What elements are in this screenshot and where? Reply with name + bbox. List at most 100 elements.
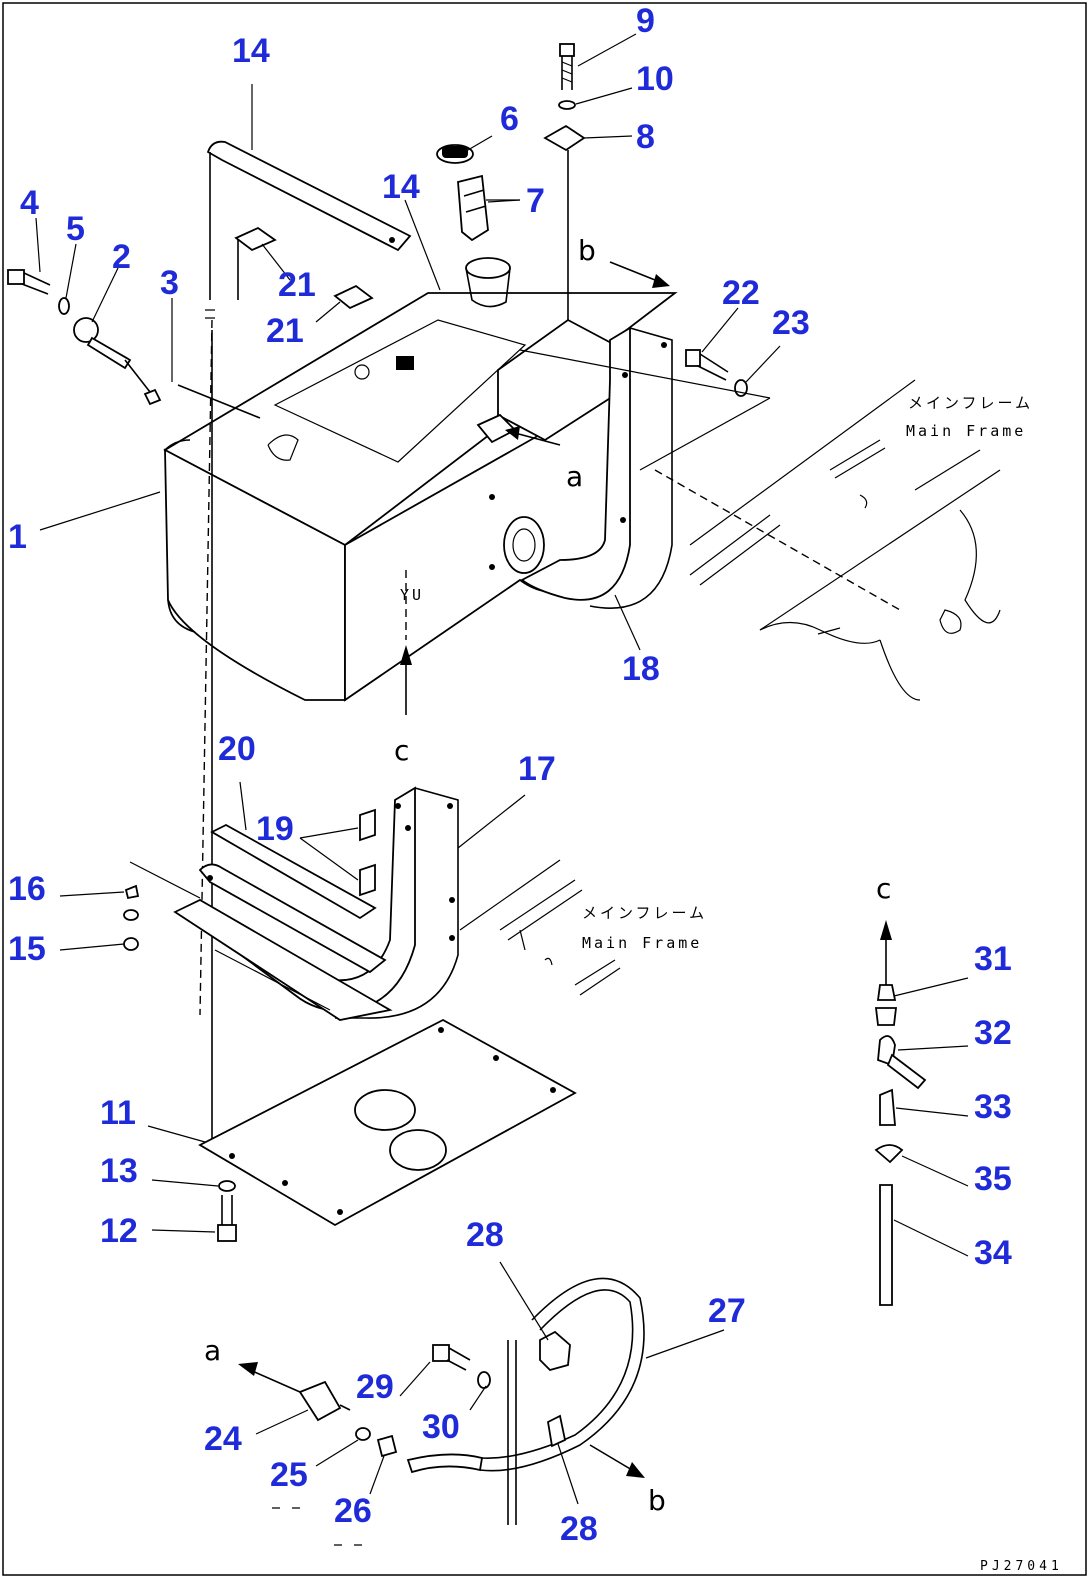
- callout-21-b: 21: [266, 312, 304, 350]
- callout-32: 32: [974, 1014, 1012, 1052]
- hose-assy: [406, 1277, 645, 1525]
- arrow-b-head: [626, 1462, 645, 1478]
- clip-8: [543, 124, 586, 152]
- view-letter-a-bottom: a: [204, 1334, 221, 1367]
- frame-label-jp-1: メインフレーム: [908, 394, 1033, 412]
- arrow-b-top-shaft: [609, 261, 661, 283]
- callout-19: 19: [256, 810, 294, 848]
- callout-8: 8: [636, 118, 655, 156]
- washer-10: [558, 100, 576, 110]
- washer-30: [477, 1371, 491, 1389]
- callout-26: 26: [334, 1492, 372, 1530]
- callout-23: 23: [772, 304, 810, 342]
- hose-3: [143, 388, 162, 406]
- arrow-b-top-head: [652, 274, 670, 288]
- callout-34: 34: [974, 1234, 1012, 1272]
- nut-leader: [129, 861, 201, 899]
- callout-27: 27: [708, 1292, 746, 1330]
- pad-21-a: [234, 226, 277, 252]
- valve-2: [73, 317, 151, 393]
- callout-28-b: 28: [560, 1510, 598, 1548]
- callout-16: 16: [8, 870, 46, 908]
- callout-1: 1: [8, 518, 27, 556]
- fuel-cap-6: [436, 144, 474, 164]
- tank-strap-14: [205, 140, 412, 319]
- callout-15: 15: [8, 930, 46, 968]
- callout-3: 3: [160, 264, 179, 302]
- nut-16: [124, 884, 140, 900]
- view-letter-c-valve: c: [876, 872, 891, 905]
- frame-label-jp-2: メインフレーム: [582, 904, 707, 922]
- callout-33: 33: [974, 1088, 1012, 1126]
- fuel-tank: YU: [163, 257, 678, 702]
- callout-18: 18: [622, 650, 660, 688]
- callout-2: 2: [112, 238, 131, 276]
- tank-bracket-17: [173, 786, 459, 1021]
- callout-21-a: 21: [278, 266, 316, 304]
- callout-10: 10: [636, 60, 674, 98]
- washer-25: [355, 1427, 371, 1441]
- callout-28-a: 28: [466, 1216, 504, 1254]
- callout-4: 4: [20, 184, 39, 222]
- callout-35: 35: [974, 1160, 1012, 1198]
- tank-band-18: [520, 326, 673, 609]
- connector-24: [298, 1380, 351, 1422]
- callout-14-top: 14: [232, 32, 270, 70]
- bottom-cover-11: [198, 1018, 577, 1227]
- callout-17: 17: [518, 750, 556, 788]
- cushion-20: [210, 823, 377, 920]
- pad-19-b: [359, 863, 376, 897]
- main-frame-1: [519, 349, 1001, 701]
- frame-label-en-1: Main Frame: [906, 422, 1026, 440]
- washer-15-b: [123, 937, 139, 951]
- callout-22: 22: [722, 274, 760, 312]
- hose-leader: [177, 384, 261, 419]
- arrow-a-top-head: [505, 426, 520, 440]
- view-letter-b-top: b: [578, 234, 596, 267]
- bolt-4: [7, 269, 51, 295]
- alignment-dash: [199, 319, 213, 1016]
- callout-20: 20: [218, 730, 256, 768]
- callout-25: 25: [270, 1456, 308, 1494]
- arrow-a-shaft: [249, 1369, 301, 1393]
- bolt-29: [432, 1344, 471, 1371]
- callout-14-tank: 14: [382, 168, 420, 206]
- washer-15-a: [123, 909, 139, 921]
- callout-12: 12: [100, 1212, 138, 1250]
- view-letter-b-bottom: b: [648, 1484, 666, 1517]
- pad-21-b: [333, 284, 374, 310]
- drain-valve-assy: [874, 920, 927, 1306]
- callout-9: 9: [636, 2, 655, 40]
- callout-29: 29: [356, 1368, 394, 1406]
- bolt-9: [559, 43, 575, 90]
- bolt-22: [685, 349, 729, 381]
- callout-5: 5: [66, 210, 85, 248]
- frame-label-en-2: Main Frame: [582, 934, 702, 952]
- nut-26: [376, 1434, 398, 1458]
- washer-5: [58, 297, 70, 315]
- callout-13: 13: [100, 1152, 138, 1190]
- callout-31: 31: [974, 940, 1012, 978]
- drawing-code: PJ27041: [980, 1559, 1063, 1574]
- arrow-b-shaft: [589, 1444, 633, 1471]
- tank-marking: YU: [400, 586, 424, 604]
- view-letter-a-top: a: [566, 460, 583, 493]
- arrow-a-top-shaft: [514, 432, 561, 446]
- strainer-7: [457, 174, 520, 242]
- callout-30: 30: [422, 1408, 460, 1446]
- arrow-a-head: [238, 1362, 258, 1376]
- callout-6: 6: [500, 100, 519, 138]
- callout-7: 7: [526, 182, 545, 220]
- callout-24: 24: [204, 1420, 242, 1458]
- washer-13: [218, 1180, 236, 1192]
- callout-11: 11: [100, 1094, 136, 1132]
- pad-19-a: [359, 808, 376, 842]
- view-letter-c-tank: c: [394, 734, 409, 767]
- arrow-c-head: [400, 645, 412, 665]
- leader-lines: [35, 33, 969, 1505]
- bolt-12: [217, 1195, 237, 1242]
- main-frame-2: [459, 859, 621, 996]
